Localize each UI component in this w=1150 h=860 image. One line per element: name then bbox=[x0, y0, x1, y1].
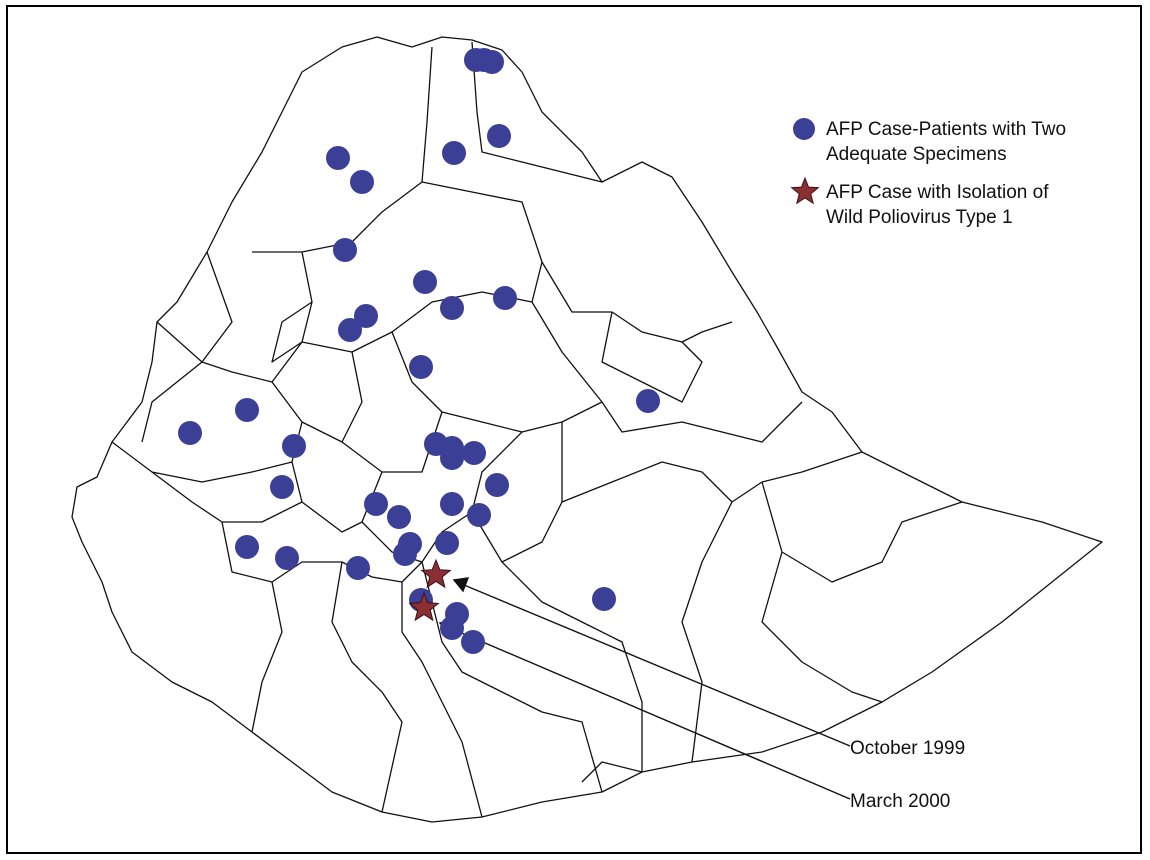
afp-case-circle-marker-icon bbox=[354, 304, 378, 328]
map-frame: AFP Case-Patients with Two Adequate Spec… bbox=[6, 5, 1142, 854]
afp-case-circle-marker-icon bbox=[393, 542, 417, 566]
region-border bbox=[601, 401, 803, 443]
region-border bbox=[391, 331, 603, 433]
region-border bbox=[471, 422, 563, 563]
region-border bbox=[501, 561, 643, 772]
leader-line-march bbox=[449, 627, 851, 800]
country-outline bbox=[71, 36, 1103, 823]
afp-case-circle-marker-icon bbox=[275, 546, 299, 570]
wild-poliovirus-star-marker-icon bbox=[408, 591, 440, 622]
afp-case-circle-marker-icon bbox=[282, 434, 306, 458]
region-border bbox=[761, 481, 963, 583]
afp-case-circle-marker-icon bbox=[467, 503, 491, 527]
afp-case-circle-marker-icon bbox=[461, 630, 485, 654]
afp-case-circle-marker-icon bbox=[440, 296, 464, 320]
region-border bbox=[681, 501, 733, 763]
region-border bbox=[561, 451, 863, 503]
region-border bbox=[581, 761, 643, 783]
afp-case-circle-marker-icon bbox=[178, 421, 202, 445]
legend-label-wild-poliovirus: AFP Case with Isolation of Wild Poliovir… bbox=[826, 182, 1049, 228]
ethiopia-region-map bbox=[71, 36, 1103, 823]
region-border bbox=[156, 251, 233, 363]
afp-case-circle-marker-icon bbox=[364, 492, 388, 516]
afp-case-circle-marker-icon bbox=[636, 389, 660, 413]
region-border bbox=[221, 521, 423, 583]
annotation-october-1999: October 1999 bbox=[850, 738, 966, 759]
region-border bbox=[361, 431, 523, 563]
callout-lines bbox=[438, 577, 851, 800]
afp-case-circle-marker-icon bbox=[346, 556, 370, 580]
region-border bbox=[151, 461, 303, 523]
region-border bbox=[301, 251, 533, 353]
region-border bbox=[251, 581, 283, 733]
region-border bbox=[541, 261, 733, 343]
afp-case-circle-marker-icon bbox=[326, 146, 350, 170]
region-border bbox=[471, 41, 603, 183]
afp-case-circle-marker-icon bbox=[487, 124, 511, 148]
afp-case-circle-marker-icon bbox=[409, 355, 433, 379]
afp-case-circle-marker-icon bbox=[442, 141, 466, 165]
afp-case-circle-marker-icon bbox=[387, 505, 411, 529]
afp-case-circle-marker-icon bbox=[413, 270, 437, 294]
region-border bbox=[601, 311, 703, 403]
afp-case-circle-marker-icon bbox=[592, 587, 616, 611]
region-border bbox=[331, 561, 403, 813]
region-border bbox=[421, 561, 603, 793]
leader-line-october bbox=[463, 584, 851, 747]
annotation-march-2000: March 2000 bbox=[850, 791, 951, 812]
afp-case-circle-marker-icon bbox=[480, 50, 504, 74]
region-border bbox=[301, 351, 363, 443]
afp-case-circle-marker-icon bbox=[485, 473, 509, 497]
afp-case-circle-marker-icon bbox=[435, 531, 459, 555]
region-border bbox=[141, 341, 303, 443]
legend-circle-marker-icon bbox=[793, 118, 815, 140]
afp-case-circle-marker-icon bbox=[270, 475, 294, 499]
afp-case-circle-marker-icon bbox=[440, 616, 464, 640]
afp-case-circle-marker-icon bbox=[440, 492, 464, 516]
region-border bbox=[271, 301, 313, 363]
region-border bbox=[401, 582, 483, 818]
wild-poliovirus-star-marker-icon bbox=[420, 558, 452, 589]
region-border bbox=[301, 501, 363, 533]
region-border bbox=[761, 551, 883, 703]
afp-case-circle-marker-icon bbox=[493, 286, 517, 310]
afp-case-circle-marker-icon bbox=[462, 441, 486, 465]
region-border bbox=[111, 381, 303, 483]
afp-case-circle-marker-icon bbox=[235, 398, 259, 422]
arrowhead-october bbox=[452, 577, 470, 593]
afp-case-circle-marker-icon bbox=[440, 446, 464, 470]
afp-case-circle-marker-icon bbox=[338, 318, 362, 342]
afp-case-circle-marker-icon bbox=[350, 170, 374, 194]
legend-star-marker-icon bbox=[790, 176, 820, 205]
afp-case-circle-marker-icon bbox=[235, 535, 259, 559]
legend-label-case-patients: AFP Case-Patients with Two Adequate Spec… bbox=[826, 119, 1067, 165]
afp-case-circle-marker-icon bbox=[333, 238, 357, 262]
